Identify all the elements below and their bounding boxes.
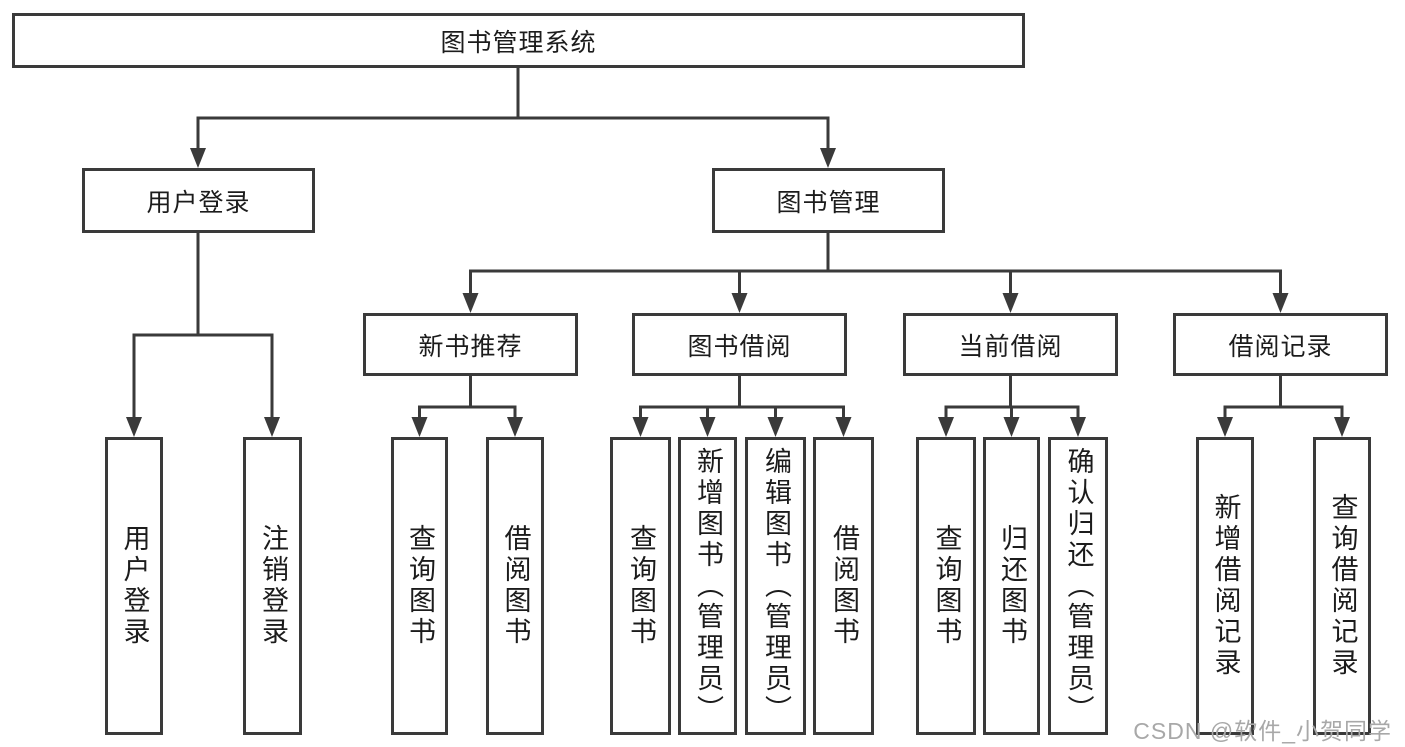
node-library-management-system: 图书管理系统 — [12, 13, 1025, 68]
leaf-borrow-books-recommend: 借阅图书 — [486, 437, 544, 735]
leaf-return-books: 归还图书 — [983, 437, 1040, 735]
arrowhead — [835, 417, 852, 437]
leaf-query-books-recommend: 查询图书 — [391, 437, 448, 735]
leaf-edit-books-admin: 编辑图书（管理员） — [745, 437, 806, 735]
arrowhead — [767, 417, 784, 437]
arrowhead — [507, 417, 523, 437]
arrowhead — [699, 417, 716, 437]
leaf-borrow-books-borrowing: 借阅图书 — [813, 437, 874, 735]
arrowhead — [1217, 417, 1233, 437]
arrowhead — [820, 148, 836, 168]
arrowhead — [1272, 293, 1289, 313]
arrowhead — [190, 148, 206, 168]
node-user-login: 用户登录 — [82, 168, 315, 233]
leaf-add-borrow-record: 新增借阅记录 — [1196, 437, 1254, 735]
node-book-borrowing: 图书借阅 — [632, 313, 847, 376]
arrowhead — [126, 417, 142, 437]
leaf-query-books-current: 查询图书 — [916, 437, 976, 735]
arrowhead — [462, 293, 479, 313]
leaf-add-books-admin: 新增图书（管理员） — [678, 437, 737, 735]
arrowhead — [731, 293, 748, 313]
leaf-query-books-borrowing: 查询图书 — [610, 437, 671, 735]
arrowhead — [1334, 417, 1350, 437]
arrowhead — [411, 417, 428, 437]
node-new-book-recommendation: 新书推荐 — [363, 313, 578, 376]
arrowhead — [1003, 417, 1020, 437]
node-borrowing-records: 借阅记录 — [1173, 313, 1388, 376]
arrowhead — [632, 417, 649, 437]
leaf-query-borrow-record: 查询借阅记录 — [1313, 437, 1371, 735]
arrowhead — [264, 417, 280, 437]
arrowhead — [938, 417, 954, 437]
leaf-logout-login: 注销登录 — [243, 437, 302, 735]
leaf-confirm-return-admin: 确认归还（管理员） — [1048, 437, 1108, 735]
arrowhead — [1002, 293, 1019, 313]
arrowhead — [1070, 417, 1086, 437]
node-current-borrowing: 当前借阅 — [903, 313, 1118, 376]
watermark: CSDN @软件_小贺同学 — [1133, 718, 1392, 744]
node-book-management: 图书管理 — [712, 168, 945, 233]
leaf-user-login: 用户登录 — [105, 437, 163, 735]
